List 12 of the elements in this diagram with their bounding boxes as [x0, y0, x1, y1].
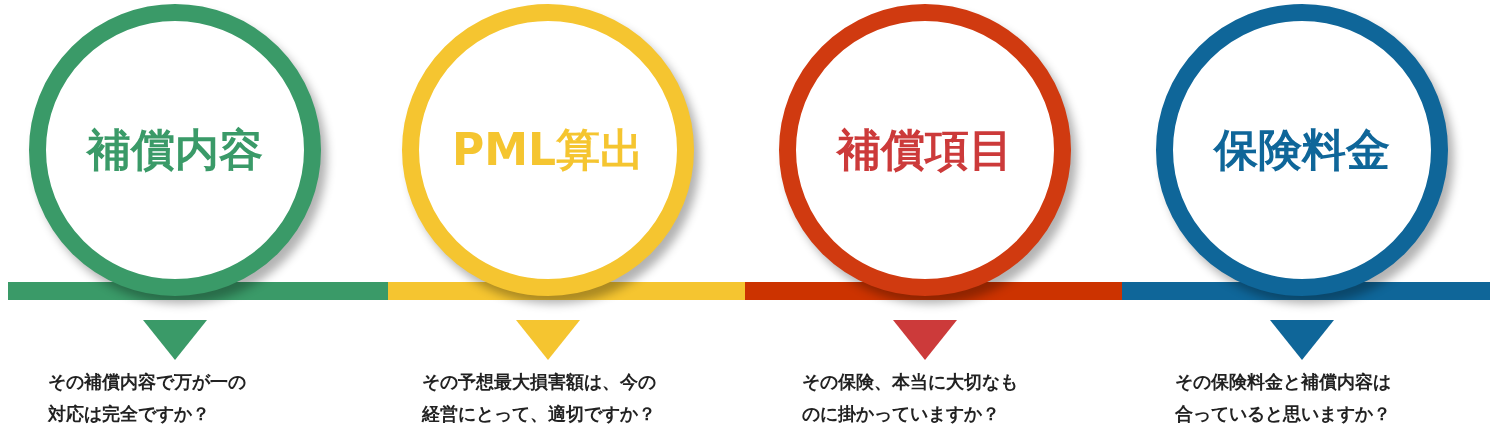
- arrow: [516, 320, 580, 360]
- circle-title: PML算出: [451, 128, 645, 172]
- arrow: [893, 320, 957, 360]
- question-text: その補償内容で万が一の対応は完全ですか？: [48, 370, 247, 426]
- question-text: その保険、本当に大切なものに掛かっていますか？: [802, 370, 1019, 426]
- question-text: その予想最大損害額は、今の経営にとって、適切ですか？: [422, 370, 657, 426]
- circle-title: 補償項目: [837, 128, 1013, 172]
- circle-title: 補償内容: [87, 128, 263, 172]
- arrow: [143, 320, 207, 360]
- circle-title: 保険料金: [1214, 128, 1390, 172]
- question-text: その保険料金と補償内容は合っていると思いますか？: [1175, 370, 1392, 426]
- arrow: [1270, 320, 1334, 360]
